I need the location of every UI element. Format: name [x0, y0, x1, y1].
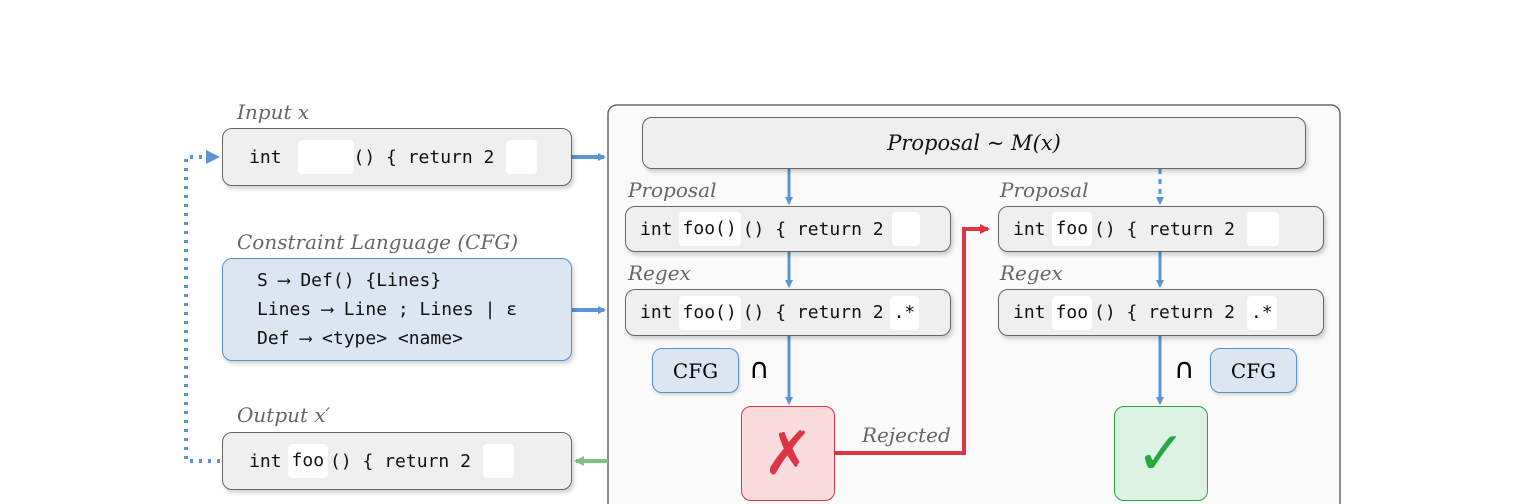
blank-chip — [482, 444, 514, 478]
grammar-rule: S ⟶ Def() {Lines} — [257, 270, 442, 291]
token: int — [640, 218, 673, 240]
feedback-loop — [184, 155, 220, 463]
token: foo() — [678, 295, 741, 330]
cfg-box: S ⟶ Def() {Lines} Lines ⟶ Line ; Lines |… — [222, 258, 572, 361]
intersect-symbol: ∩ — [749, 352, 770, 385]
token: () { return 2 — [330, 450, 471, 472]
token: foo — [1051, 295, 1093, 330]
token: int — [249, 146, 282, 168]
rejected-arrow — [835, 224, 990, 455]
token: foo() — [678, 212, 741, 246]
intersect-symbol: ∩ — [1174, 352, 1195, 385]
token: () { return 2 — [353, 146, 495, 168]
rejected-label: Rejected — [862, 423, 951, 447]
token: int — [249, 450, 282, 472]
token: int — [640, 302, 673, 323]
token: foo — [287, 444, 329, 478]
token: () { return 2 — [742, 302, 884, 323]
input-label: Input x — [237, 100, 310, 124]
token: .* — [1246, 295, 1277, 330]
proposal-title: Proposal ∼ M(x) — [887, 131, 1061, 155]
left-proposal-label: Proposal — [628, 178, 717, 202]
token: .* — [889, 295, 920, 330]
token: () { return 2 — [1094, 218, 1235, 240]
blank-chip — [891, 212, 920, 246]
blank-chip — [1246, 212, 1279, 246]
constraint-label: Constraint Language (CFG) — [237, 230, 519, 254]
blank-chip — [506, 140, 538, 174]
token: int — [1013, 302, 1046, 323]
grammar-rule: Lines ⟶ Line ; Lines | ε — [257, 299, 518, 320]
accepted-icon: ✓ — [1114, 406, 1208, 501]
rejected-icon: ✗ — [741, 406, 835, 501]
token: foo — [1051, 212, 1093, 246]
right-proposal-label: Proposal — [1000, 178, 1089, 202]
grammar-rule: Def ⟶ <type> <name> — [257, 328, 463, 349]
output-label: Output x′ — [237, 403, 331, 427]
token: int — [1013, 218, 1046, 240]
blank-chip — [297, 140, 354, 174]
left-cfg-badge: CFG — [652, 348, 739, 393]
left-regex-label: Regex — [628, 261, 691, 285]
input-box: int () { return 2 — [222, 128, 572, 186]
right-cfg-badge: CFG — [1210, 348, 1297, 393]
right-regex-label: Regex — [1000, 261, 1063, 285]
proposal-title-box: Proposal ∼ M(x) — [642, 117, 1306, 169]
token: () { return 2 — [742, 218, 884, 240]
token: () { return 2 — [1094, 302, 1235, 323]
